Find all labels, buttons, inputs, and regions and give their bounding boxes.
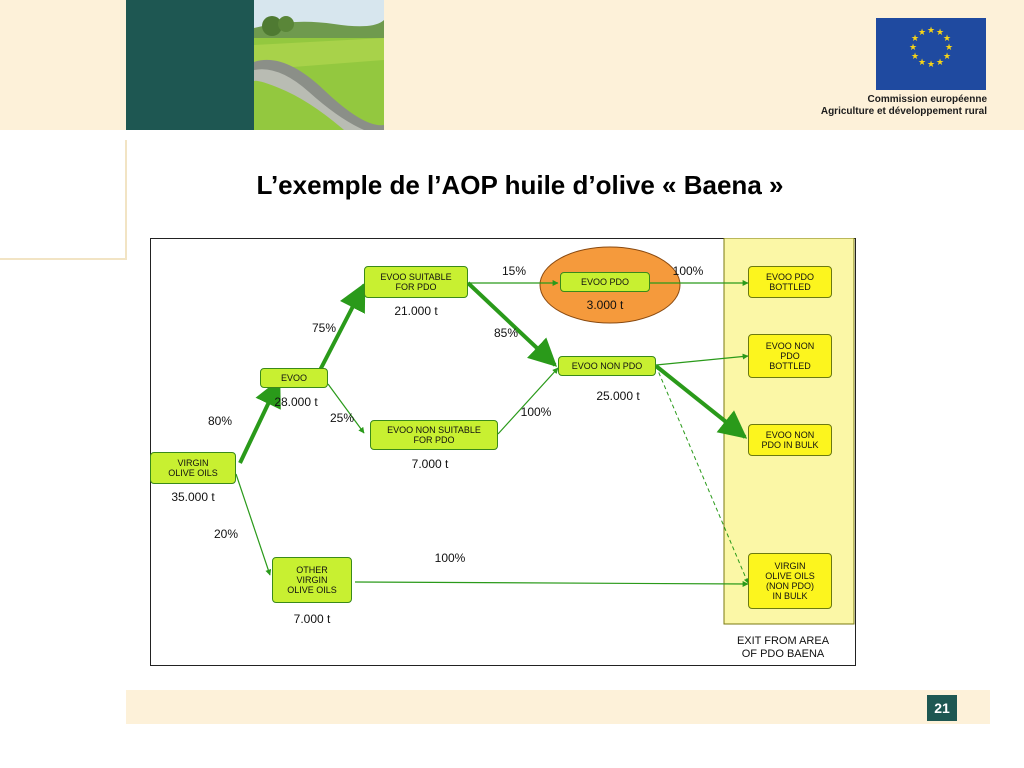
footer-band	[126, 690, 990, 724]
arrow-nonpdo-bottled	[655, 353, 749, 366]
svg-text:★: ★	[936, 58, 944, 68]
svg-text:★: ★	[918, 58, 926, 68]
svg-text:★: ★	[918, 28, 926, 38]
pct-virgin-other: 20%	[213, 527, 239, 541]
qty-other-virgin-olive-oils: 7.000 t	[293, 612, 331, 626]
svg-text:★: ★	[927, 26, 935, 36]
pct-virgin-evoo: 80%	[207, 414, 233, 428]
node-evoo-non-pdo-in-bulk: EVOO NON PDO IN BULK	[748, 424, 832, 456]
qty-virgin-olive-oils: 35.000 t	[171, 490, 215, 504]
arrow-nonpdo-virgin-bulk	[655, 365, 749, 584]
left-divider-horizontal	[0, 258, 126, 260]
node-virgin-olive-oils-non-pdo-in-bulk: VIRGIN OLIVE OILS (NON PDO) IN BULK	[748, 553, 832, 609]
pct-nonsuitable-nonpdo: 100%	[520, 405, 552, 419]
node-evoo-non-pdo: EVOO NON PDO	[558, 356, 656, 376]
arrow-other-bulk	[354, 580, 749, 587]
node-virgin-olive-oils: VIRGIN OLIVE OILS	[150, 452, 236, 484]
eu-flag-logo: ★★★ ★★★ ★★★ ★★★	[876, 18, 986, 90]
qty-evoo: 28.000 t	[274, 395, 318, 409]
svg-text:★: ★	[943, 34, 951, 44]
arrow-nonsuitable-nonpdo	[497, 367, 559, 435]
arrow-evoo-suitable	[316, 282, 366, 375]
pct-suitable-pdo: 15%	[501, 264, 527, 278]
header-teal-block	[126, 0, 254, 130]
org-name-line1: Commission européenne	[867, 94, 987, 105]
node-other-virgin-olive-oils: OTHER VIRGIN OLIVE OILS	[272, 557, 352, 603]
exit-zone-label: EXIT FROM AREA OF PDO BAENA	[736, 635, 830, 660]
pct-suitable-nonpdo: 85%	[493, 326, 519, 340]
arrow-virgin-evoo	[238, 378, 281, 464]
arrow-nonpdo-bulk	[654, 364, 748, 439]
arrow-virgin-other	[235, 473, 272, 576]
pct-evoo-suitable: 75%	[311, 321, 337, 335]
landscape-photo	[254, 0, 384, 130]
qty-evoo-suitable-for-pdo: 21.000 t	[394, 304, 438, 318]
svg-text:★: ★	[943, 52, 951, 62]
node-evoo-non-suitable-for-pdo: EVOO NON SUITABLE FOR PDO	[370, 420, 498, 450]
svg-text:★: ★	[936, 28, 944, 38]
svg-text:★: ★	[927, 60, 935, 70]
svg-text:★: ★	[911, 52, 919, 62]
arrow-suitable-nonpdo	[466, 281, 558, 367]
arrow-evoo-nonsuitable	[327, 383, 365, 434]
pct-other-bulk: 100%	[434, 551, 466, 565]
pct-evoo-nonsuitable: 25%	[329, 411, 355, 425]
qty-evoo-non-suitable-for-pdo: 7.000 t	[411, 457, 449, 471]
left-divider-vertical	[125, 140, 127, 260]
node-evoo-suitable-for-pdo: EVOO SUITABLE FOR PDO	[364, 266, 468, 298]
node-evoo-pdo-bottled: EVOO PDO BOTTLED	[748, 266, 832, 298]
slide-title: L’exemple de l’AOP huile d’olive « Baena…	[256, 170, 784, 200]
node-evoo-pdo: EVOO PDO	[560, 272, 650, 292]
org-name-line2: Agriculture et développement rural	[820, 106, 987, 117]
qty-evoo-pdo: 3.000 t	[586, 298, 624, 312]
node-evoo: EVOO	[260, 368, 328, 388]
pct-pdo-bottled: 100%	[672, 264, 704, 278]
page-number: 21	[927, 695, 957, 721]
svg-text:★: ★	[909, 43, 917, 53]
qty-evoo-non-pdo: 25.000 t	[596, 389, 640, 403]
node-evoo-non-pdo-bottled: EVOO NON PDO BOTTLED	[748, 334, 832, 378]
svg-text:★: ★	[911, 34, 919, 44]
svg-text:★: ★	[945, 43, 953, 53]
